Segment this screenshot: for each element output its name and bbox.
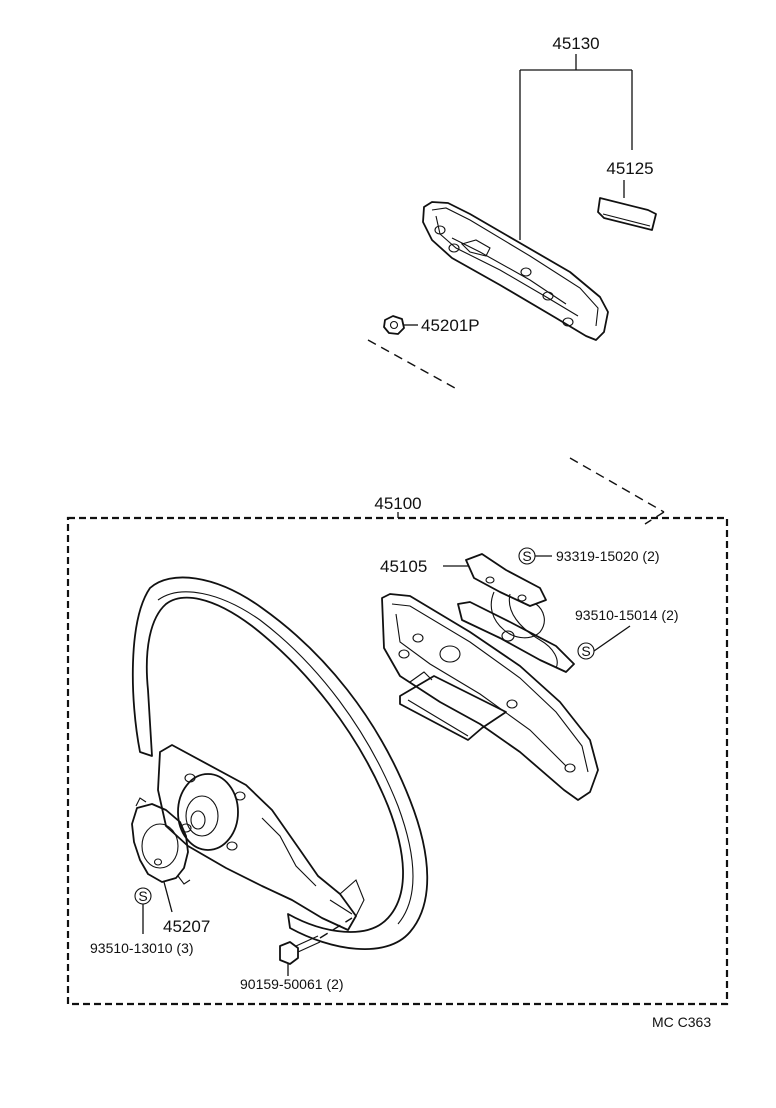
drawing-code: MC C363 <box>652 1014 711 1030</box>
svg-text:S: S <box>581 643 590 659</box>
steering-wheel-rim[interactable] <box>131 576 429 950</box>
label-45201p: 45201P <box>421 316 480 335</box>
label-45207: 45207 <box>163 917 210 936</box>
svg-text:S: S <box>522 548 531 564</box>
horn-pad-bracket-leader <box>519 54 633 240</box>
steering-wheel-nut[interactable] <box>383 315 418 335</box>
cancel-cam[interactable] <box>131 797 191 913</box>
standard-part-marker-93510-15014: S <box>577 625 631 660</box>
horn-pad-assembly[interactable] <box>422 201 609 341</box>
label-45100: 45100 <box>374 494 421 513</box>
horn-contact-plate[interactable] <box>443 553 575 673</box>
label-45105: 45105 <box>380 557 427 576</box>
label-93510-13010: 93510-13010 (3) <box>90 940 194 956</box>
standard-part-marker-93510-13010: S <box>134 887 152 934</box>
bolt-90159[interactable] <box>279 917 353 976</box>
label-93510-15014: 93510-15014 (2) <box>575 607 679 623</box>
standard-part-marker-93319: S <box>518 547 552 565</box>
horn-pad-base[interactable] <box>381 593 599 801</box>
assembly-guide-line-lower <box>569 457 665 513</box>
assembly-guide-line-upper <box>367 339 456 389</box>
label-45130: 45130 <box>552 34 599 53</box>
label-90159-50061: 90159-50061 (2) <box>240 976 344 992</box>
steering-wheel-hub[interactable] <box>157 744 365 931</box>
assembly-guide-line-right <box>644 511 665 525</box>
label-45125: 45125 <box>606 159 653 178</box>
label-93319-15020: 93319-15020 (2) <box>556 548 660 564</box>
horn-pad-emblem[interactable] <box>597 197 657 231</box>
svg-text:S: S <box>138 888 147 904</box>
steering-wheel-assembly-frame <box>66 512 729 1006</box>
